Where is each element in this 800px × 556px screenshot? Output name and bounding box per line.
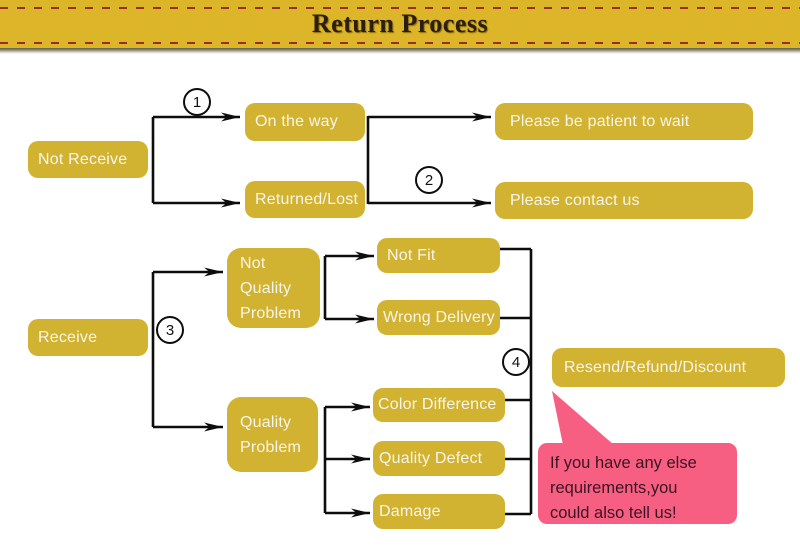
step-badge-2: 2 xyxy=(415,166,443,194)
node-returned-lost: Returned/Lost xyxy=(245,181,365,218)
node-not-quality-problem: Not Quality Problem xyxy=(227,248,320,328)
node-color-difference: Color Difference xyxy=(373,388,505,422)
speech-bubble: If you have any else requirements,you co… xyxy=(538,443,737,524)
step-badge-4: 4 xyxy=(502,348,530,376)
node-not-fit: Not Fit xyxy=(377,238,500,273)
bubble-line: requirements,you xyxy=(550,479,678,497)
step-badge-3: 3 xyxy=(156,316,184,344)
step-badge-1: 1 xyxy=(183,88,211,116)
page-title: Return Process xyxy=(311,9,489,38)
bubble-line: If you have any else xyxy=(550,454,697,472)
header-dashed-line-bottom xyxy=(0,42,800,44)
bubble-line: could also tell us! xyxy=(550,504,677,522)
header-banner: Return Process xyxy=(0,0,800,48)
node-resend-refund-discount: Resend/Refund/Discount xyxy=(552,348,785,387)
header-bottom-edge xyxy=(0,48,800,54)
header-dashed-line-top xyxy=(0,7,800,9)
node-not-receive: Not Receive xyxy=(28,141,148,178)
node-wrong-delivery: Wrong Delivery xyxy=(377,300,500,335)
node-quality-problem: Quality Problem xyxy=(227,397,318,472)
node-on-the-way: On the way xyxy=(245,103,365,141)
node-damage: Damage xyxy=(373,494,505,529)
node-please-be-patient: Please be patient to wait xyxy=(495,103,753,140)
node-please-contact-us: Please contact us xyxy=(495,182,753,219)
node-receive: Receive xyxy=(28,319,148,356)
node-quality-defect: Quality Defect xyxy=(373,441,505,476)
bubble-tail xyxy=(552,391,614,445)
